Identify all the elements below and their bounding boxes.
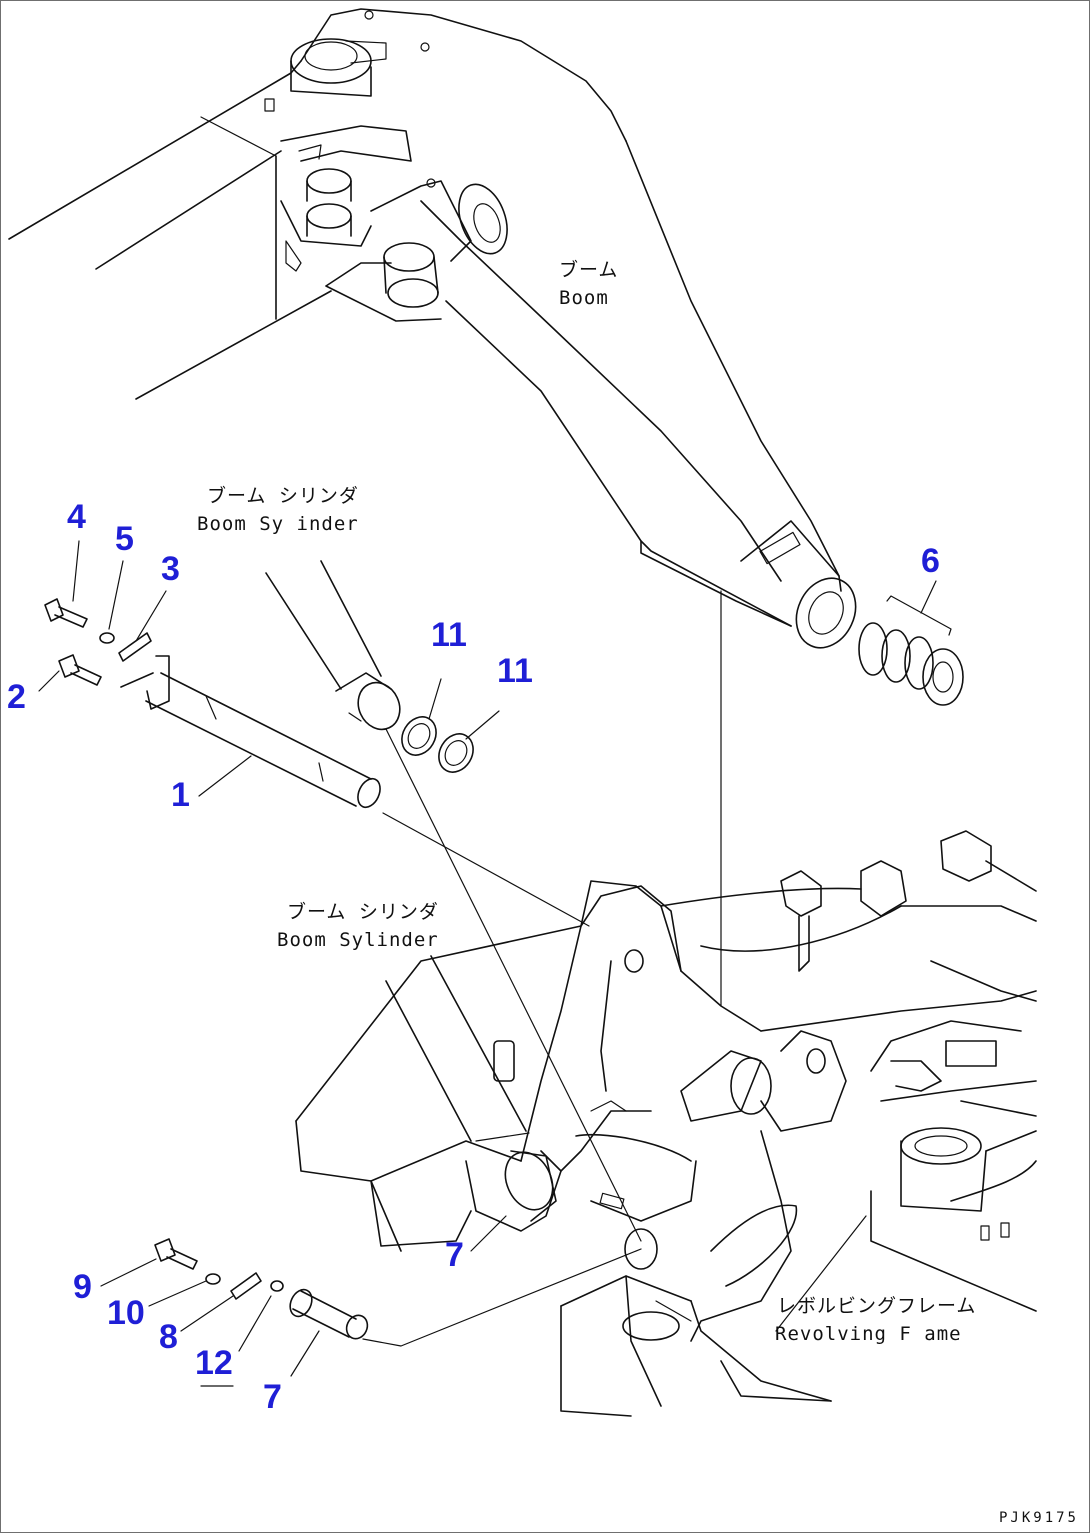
boom-cylinder-upper-label-jp: ブーム シリンダ xyxy=(207,485,359,507)
revolving-frame-drawing xyxy=(295,830,1037,1417)
pin-7-drawing xyxy=(100,1215,642,1387)
revolving-frame-label-en: Revolving F ame xyxy=(775,1323,962,1345)
callout-12: 12 xyxy=(195,1344,233,1382)
boom-cylinder-lower-label-en: Boom Sylinder xyxy=(277,929,439,951)
callout-11-first: 11 xyxy=(431,616,467,654)
boom-drawing xyxy=(8,8,857,649)
boom-label-jp: ブーム xyxy=(559,259,619,281)
callout-4: 4 xyxy=(67,498,86,536)
revolving-frame-label-jp: レボルビングフレーム xyxy=(777,1295,977,1317)
callout-1: 1 xyxy=(171,776,190,814)
callout-9: 9 xyxy=(73,1268,92,1306)
boom-label-en: Boom xyxy=(559,287,609,309)
boom-cylinder-lower-label-jp: ブーム シリンダ xyxy=(287,901,439,923)
callout-2: 2 xyxy=(7,678,26,716)
callout-8: 8 xyxy=(159,1318,178,1356)
callout-3: 3 xyxy=(161,550,180,588)
callout-10: 10 xyxy=(107,1294,145,1332)
callout-5: 5 xyxy=(115,520,134,558)
callout-11-second: 11 xyxy=(497,652,533,690)
figure-code: PJK9175 xyxy=(998,1510,1079,1526)
boom-cylinder-upper-drawing xyxy=(265,560,722,1242)
pin-1-drawing xyxy=(38,540,381,809)
callout-6: 6 xyxy=(921,542,940,580)
boom-cylinder-lower-drawing xyxy=(385,955,557,1222)
boom-cylinder-upper-label-en: Boom Sy inder xyxy=(197,513,359,535)
callout-7-frame: 7 xyxy=(445,1236,464,1274)
bushings-6-drawing xyxy=(858,580,964,706)
callout-7-pin: 7 xyxy=(263,1378,282,1416)
